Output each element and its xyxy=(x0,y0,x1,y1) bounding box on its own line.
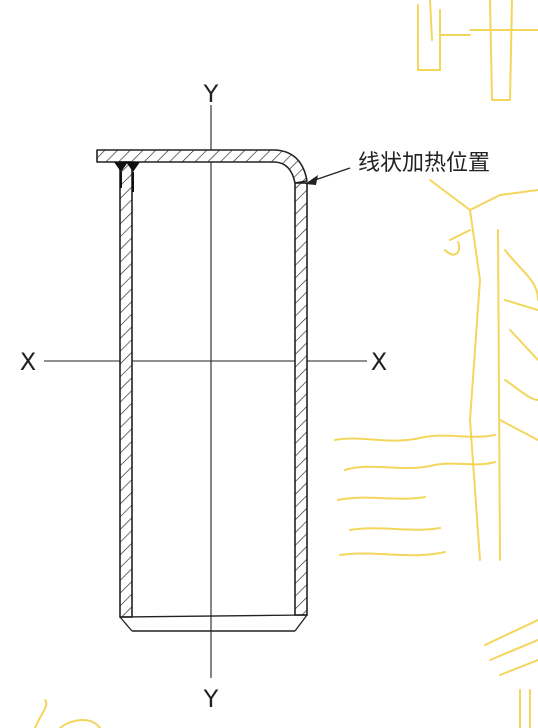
callout-arrowhead xyxy=(305,175,318,185)
x-right-label: X xyxy=(371,348,387,376)
y-bottom-label: Y xyxy=(203,685,219,713)
background-sketch xyxy=(34,0,538,728)
bottom-right-edge xyxy=(294,614,308,632)
weld-mark-left xyxy=(114,162,128,172)
x-left-label: X xyxy=(20,348,36,376)
bottom-left-edge xyxy=(119,616,133,632)
right-wall xyxy=(294,182,308,616)
y-top-label: Y xyxy=(203,80,219,108)
left-wall xyxy=(119,161,133,618)
callout-label: 线状加热位置 xyxy=(358,151,490,176)
callout-leader xyxy=(311,167,351,182)
bottom-inner-line xyxy=(119,614,308,618)
weld-mark-right xyxy=(126,162,140,172)
